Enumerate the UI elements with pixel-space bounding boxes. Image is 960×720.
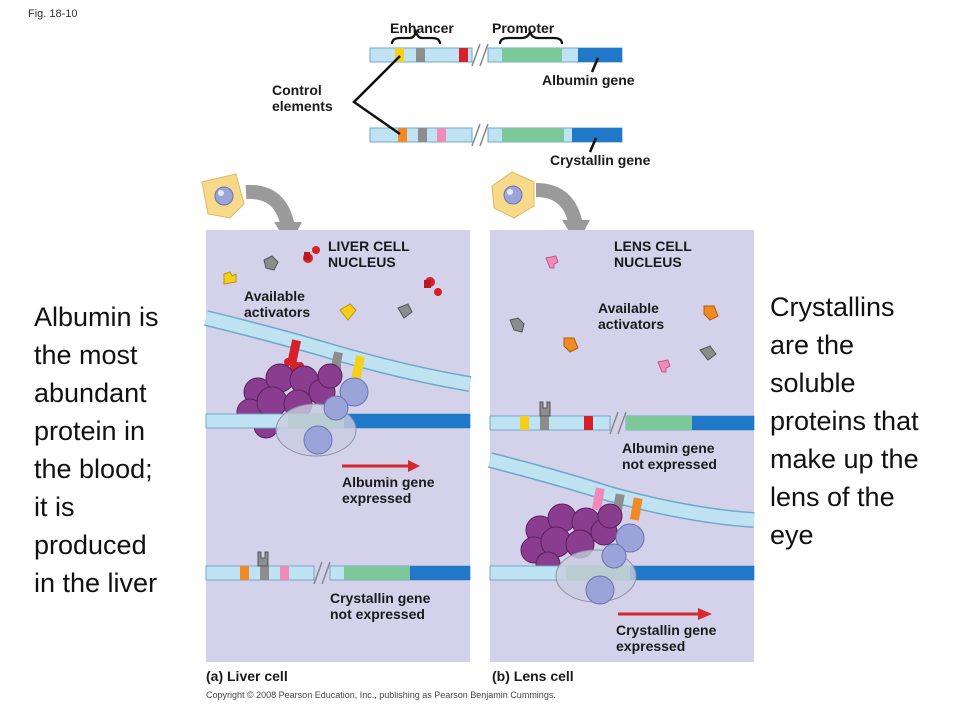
lens-signal-cell: [491, 171, 535, 219]
control-elements-pointer: [352, 55, 401, 136]
liver-crystallin-status: Crystallin gene not expressed: [330, 590, 431, 622]
lens-entry-arrow-shaft: [535, 183, 583, 228]
lens-caption: (b) Lens cell: [492, 668, 574, 684]
liver-activators-label: Available activators: [244, 288, 311, 320]
enhancer-element-yellow: [395, 48, 404, 62]
side-text-right: Crystallins are the soluble proteins tha…: [770, 292, 919, 550]
crystallin-gene-pointer: [588, 137, 598, 153]
promoter-label: Promoter: [492, 20, 555, 36]
lens-activator-sphere: [615, 523, 645, 553]
liver-albumin-status: Albumin gene expressed: [342, 474, 435, 506]
liver-crystallin-dna: [205, 551, 471, 585]
liver-expressed-arrow: [408, 460, 420, 472]
top-dna-crystallin: [369, 123, 623, 147]
promoter-brace: [498, 28, 564, 45]
copyright-notice: Copyright © 2008 Pearson Education, Inc.…: [206, 690, 556, 700]
liver-nucleus-label: LIVER CELL NUCLEUS: [328, 238, 410, 270]
albumin-gene-pointer: [590, 57, 600, 73]
liver-free-activators: [223, 246, 442, 321]
lens-albumin-dna: [489, 401, 755, 435]
lens-free-activators: [509, 255, 719, 373]
liver-entry-arrow-shaft: [245, 184, 295, 230]
enhancer-brace: [390, 28, 442, 45]
albumin-gene-label: Albumin gene: [542, 72, 635, 88]
crystallin-gene-label: Crystallin gene: [550, 152, 651, 168]
side-text-left: Albumin is the most abundant protein in …: [34, 302, 159, 598]
liver-activator-sphere: [339, 377, 369, 407]
lens-mediator-complex: [520, 503, 623, 577]
lens-nucleus-label: LENS CELL NUCLEUS: [614, 238, 692, 270]
liver-signal-cell: [201, 173, 245, 219]
top-dna-albumin: [369, 43, 623, 67]
lens-activators-label: Available activators: [598, 300, 665, 332]
albumin-gene-region: [578, 48, 622, 62]
promoter-region: [502, 48, 562, 62]
enhancer-element-red: [459, 48, 468, 62]
figure-number: Fig. 18-10: [28, 8, 78, 20]
lens-crystallin-status: Crystallin gene expressed: [616, 622, 717, 654]
lens-albumin-status: Albumin gene not expressed: [622, 440, 717, 472]
enhancer-element-gray: [416, 48, 425, 62]
lens-bent-dna: [488, 453, 755, 527]
enhancer-label: Enhancer: [390, 20, 454, 36]
lens-expressed-arrow: [698, 608, 712, 620]
liver-caption: (a) Liver cell: [206, 668, 288, 684]
control-elements-label: Control elements: [272, 82, 333, 114]
